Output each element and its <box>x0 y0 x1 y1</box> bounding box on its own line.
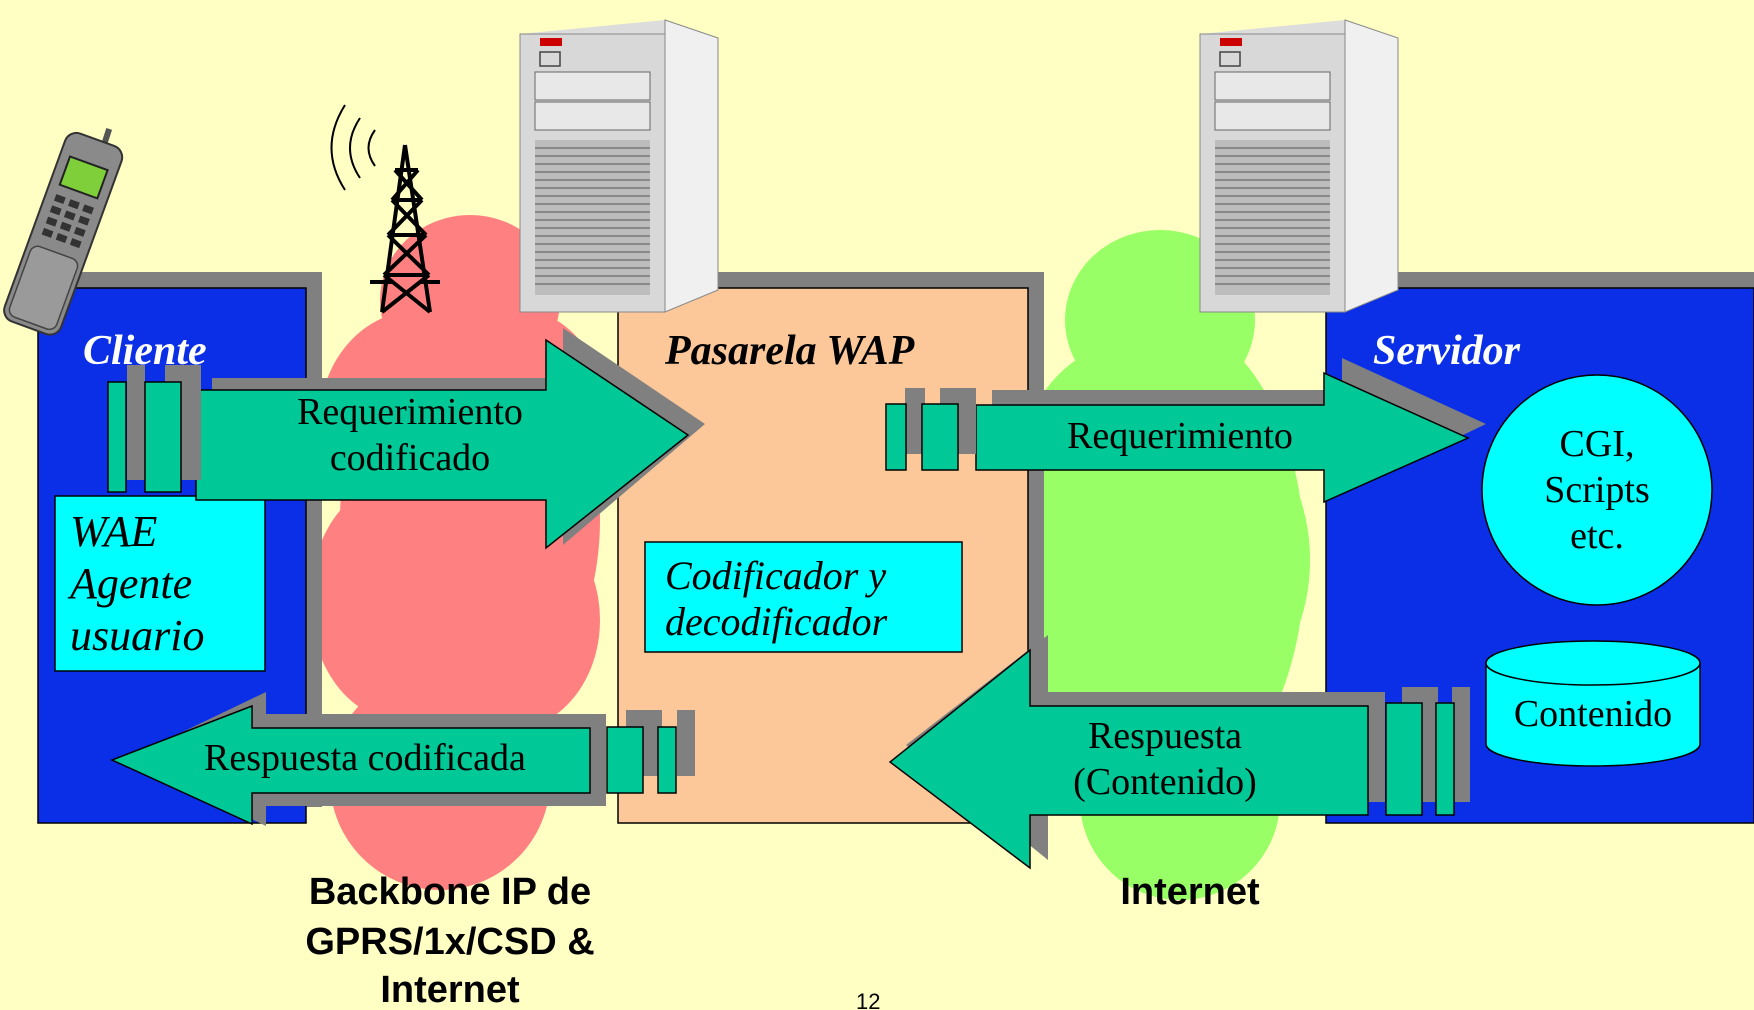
wae-label: WAE <box>70 507 158 556</box>
internet-label: Internet <box>1120 871 1260 913</box>
backbone-label-line1: Backbone IP de <box>308 871 592 913</box>
etc-label: etc. <box>1570 515 1624 557</box>
encoded-response-arrow <box>110 692 695 826</box>
server-tower-icon <box>1199 19 1399 313</box>
response-label-line1: Respuesta <box>1087 715 1243 757</box>
scripts-label: Scripts <box>1544 469 1650 511</box>
response-label-line2: (Contenido) <box>1073 761 1257 803</box>
cgi-label: CGI, <box>1559 423 1635 465</box>
agent-label: Agente <box>70 559 193 608</box>
encoded-response-label: Respuesta codificada <box>204 737 526 779</box>
backbone-label-line2: GPRS/1x/CSD & <box>305 921 595 963</box>
content-label: Contenido <box>1513 693 1673 735</box>
user-label: usuario <box>70 611 205 660</box>
radio-tower-icon <box>330 104 440 314</box>
gateway-title: Pasarela WAP <box>665 328 915 374</box>
encoded-request-label-line1: Requerimiento <box>297 391 523 433</box>
encoded-request-label-line2: codificado <box>329 437 491 479</box>
encoded-request-arrow <box>107 328 705 550</box>
wae-agent-box <box>54 495 266 672</box>
request-label: Requerimiento <box>1067 415 1293 457</box>
codec-label-line1: Codificador y <box>665 553 887 598</box>
content-database-icon <box>1485 640 1701 767</box>
server-title: Servidor <box>1373 328 1520 374</box>
cgi-scripts-circle <box>1481 374 1713 606</box>
request-arrow <box>885 358 1486 504</box>
server-tower-icon <box>519 19 719 313</box>
mobile-phone-icon <box>3 128 124 336</box>
backbone-label-line3: Internet <box>380 969 520 1010</box>
response-arrow <box>888 635 1470 870</box>
codec-label-line2: decodificador <box>665 599 888 644</box>
client-title: Cliente <box>83 328 207 374</box>
codec-box <box>644 541 963 653</box>
page-number: 12 <box>856 989 881 1010</box>
